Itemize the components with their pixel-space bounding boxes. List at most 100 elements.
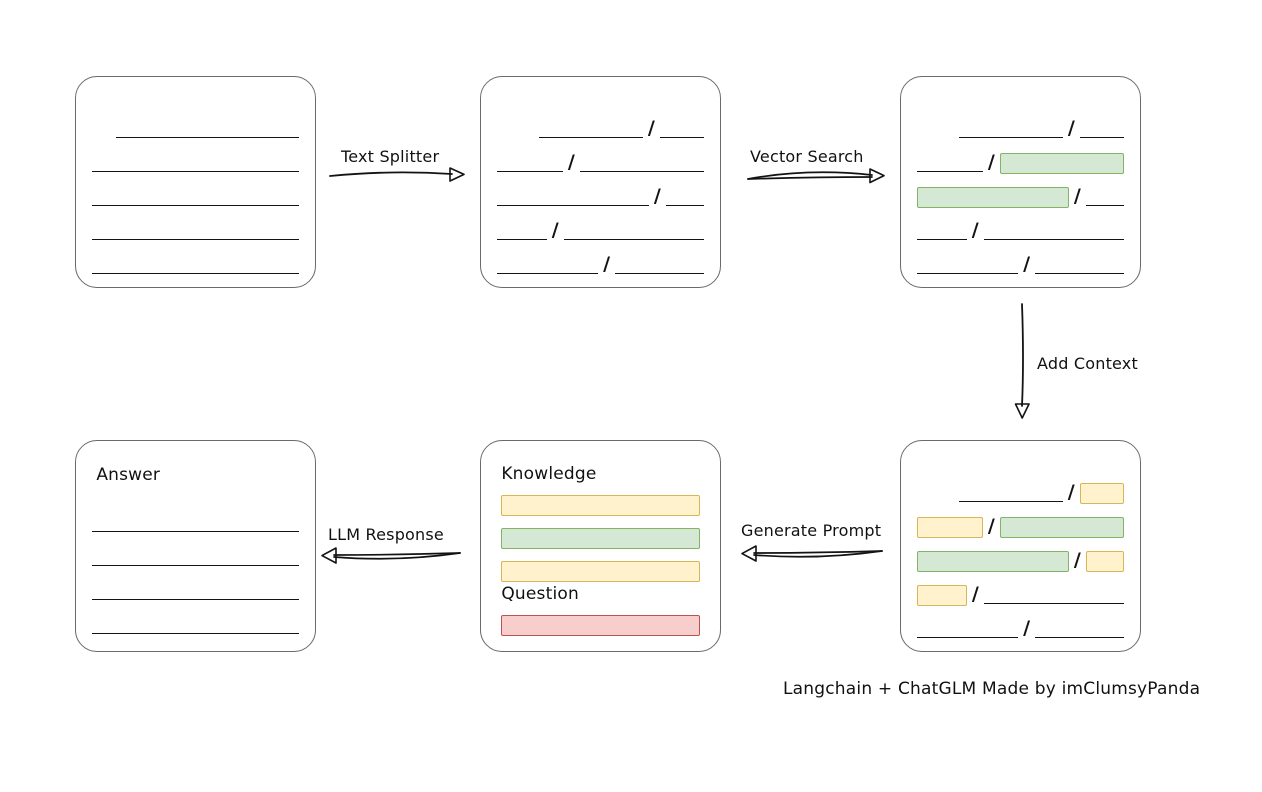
text-line: / [496,185,705,207]
chunk-separator: / [1067,481,1075,503]
text-line [91,187,300,207]
context-chunks-box[interactable]: / / / / / [900,440,1141,652]
text-rule [91,221,300,241]
text-rule [916,255,1019,275]
text-rule [659,119,705,139]
text-rule [1035,619,1125,639]
text-line: / [916,151,1125,174]
chunk-separator: / [1067,117,1075,139]
text-line [91,153,300,173]
highlight-chip-yellow [916,516,983,538]
text-line [92,119,300,139]
text-line: / [496,253,705,275]
footer-caption: Langchain + ChatGLM Made by imClumsyPand… [783,679,1201,699]
arrow-text-splitter [329,165,468,185]
chunk-separator: / [653,185,661,207]
prompt-box[interactable]: Knowledge Question [480,440,721,652]
answer-box[interactable]: Answer [75,440,316,652]
text-rule [916,619,1019,639]
text-rule [983,221,1125,241]
arrow-add-context [1012,303,1034,420]
text-rule [1085,187,1125,207]
arrow-llm-response [320,545,461,567]
source-document-lines [76,77,315,287]
highlight-chip-yellow [916,584,967,606]
text-line [91,581,300,601]
answer-title: Answer [96,465,161,485]
highlight-chip-green [916,550,1069,572]
chunk-separator: / [971,219,979,241]
text-line: / [916,185,1125,208]
text-rule [496,255,599,275]
text-line: / [497,117,705,139]
text-rule [563,221,705,241]
answer-lines [76,441,315,651]
arrow-generate-prompt [740,543,883,565]
text-line [91,615,300,635]
text-rule [916,153,984,173]
highlight-chip-green [999,516,1125,538]
text-rule [539,119,643,139]
chunk-separator: / [647,117,655,139]
text-line: / [496,151,705,173]
matched-chunks-lines: / / / / / [901,77,1140,287]
text-rule [116,119,300,139]
arrow-label-add-context: Add Context [1037,354,1138,373]
knowledge-bar-1 [501,495,700,516]
arrow-label-vector-search: Vector Search [750,147,864,166]
arrow-label-text-splitter: Text Splitter [341,147,440,166]
context-chunks-lines: / / / / / [901,441,1140,651]
question-label: Question [501,584,579,604]
text-rule [91,513,300,533]
chunk-separator: / [971,583,979,605]
text-rule [91,255,300,275]
text-rule [91,615,300,635]
text-rule [1079,119,1125,139]
text-line: / [496,219,705,241]
arrow-label-llm-response: LLM Response [328,525,444,544]
text-line [91,513,300,533]
text-rule [665,187,705,207]
text-line: / [916,515,1125,538]
knowledge-label: Knowledge [501,464,597,484]
source-document-box[interactable] [75,76,316,288]
text-rule [91,187,300,207]
chunk-separator: / [1073,185,1081,207]
chunk-separator: / [1023,617,1031,639]
line-indent [497,119,540,139]
knowledge-bar-2 [501,528,700,549]
matched-chunks-box[interactable]: / / / / / [900,76,1141,288]
question-bar-1 [501,615,700,636]
text-line: / [916,583,1125,606]
text-rule [91,547,300,567]
line-indent [92,119,117,139]
chunk-separator: / [1073,549,1081,571]
text-line [91,547,300,567]
text-rule [91,581,300,601]
chunk-separator: / [1023,253,1031,275]
text-rule [959,483,1063,503]
text-rule [916,221,968,241]
split-chunks-box[interactable]: / / / / / [480,76,721,288]
chunk-separator: / [603,253,611,275]
highlight-chip-yellow [1079,482,1125,504]
chunk-separator: / [567,151,575,173]
text-line: / [916,617,1125,639]
highlight-chip-yellow [1085,550,1125,572]
line-indent [917,483,960,503]
highlight-chip-green [999,152,1125,174]
line-indent [917,119,960,139]
chunk-separator: / [987,151,995,173]
knowledge-bar-3 [501,561,700,582]
text-rule [959,119,1063,139]
text-line: / [917,117,1125,139]
text-line [91,255,300,275]
text-line: / [916,219,1125,241]
arrow-label-generate-prompt: Generate Prompt [741,521,882,540]
chunk-separator: / [551,219,559,241]
text-rule [91,153,300,173]
chunk-separator: / [987,515,995,537]
text-line [91,221,300,241]
text-rule [496,221,548,241]
